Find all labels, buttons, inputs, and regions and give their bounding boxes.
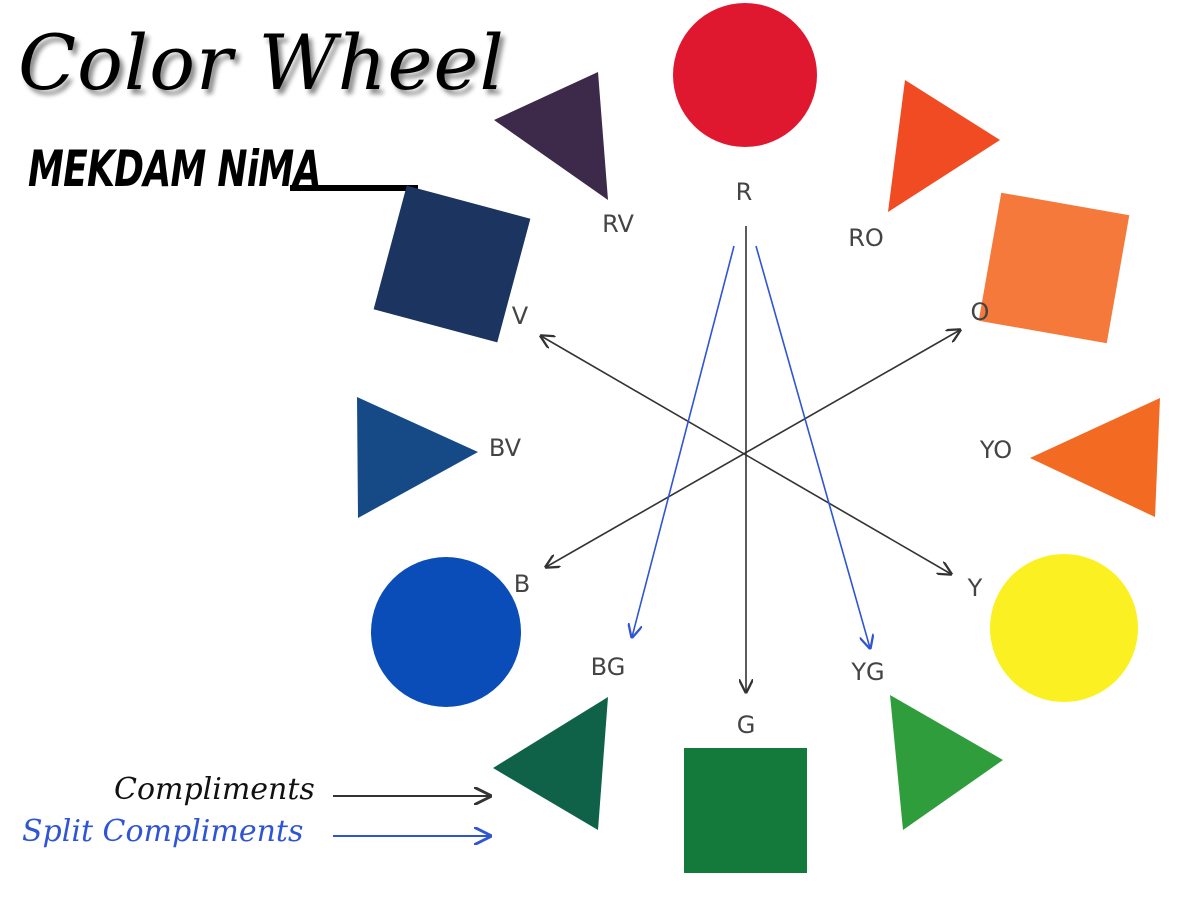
split-arrow-r-yg: [755, 245, 870, 648]
author-name: MEKDAM NiMA: [28, 140, 321, 198]
label-rv: RV: [602, 210, 634, 238]
arrows-layer: [541, 226, 960, 692]
label-bg: BG: [591, 653, 626, 681]
complement-arrow-o-b: [546, 330, 960, 567]
legend-complements-label: Compliments: [114, 772, 315, 807]
swatch-bv: [357, 397, 478, 518]
swatch-yg: [890, 695, 1003, 830]
label-b: B: [514, 570, 530, 598]
legend-layer: [333, 796, 490, 836]
page-title: Color Wheel: [18, 18, 505, 107]
swatch-g: [684, 748, 807, 873]
swatch-yo: [1030, 398, 1160, 517]
label-bv: BV: [489, 434, 522, 462]
swatch-y: [990, 554, 1138, 702]
swatch-bg: [493, 697, 608, 830]
swatch-v: [373, 185, 531, 343]
swatch-ro: [888, 80, 1000, 212]
label-g: G: [737, 711, 756, 739]
labels-layer: R RO O YO Y YG G BG B BV V RV: [489, 178, 1012, 739]
label-yg: YG: [850, 658, 884, 686]
swatch-r: [673, 3, 817, 147]
swatch-b: [371, 557, 521, 707]
label-v: V: [512, 302, 529, 330]
label-o: O: [971, 298, 990, 326]
legend-split-complements-label: Split Compliments: [22, 814, 304, 849]
swatch-o: [978, 192, 1130, 344]
split-arrow-r-bg: [632, 245, 735, 637]
author-underline: [290, 185, 418, 191]
label-y: Y: [967, 574, 983, 602]
swatches-layer: [357, 3, 1160, 873]
label-ro: RO: [848, 224, 884, 252]
swatch-rv: [494, 72, 608, 200]
label-yo: YO: [979, 436, 1012, 464]
label-r: R: [736, 178, 753, 206]
